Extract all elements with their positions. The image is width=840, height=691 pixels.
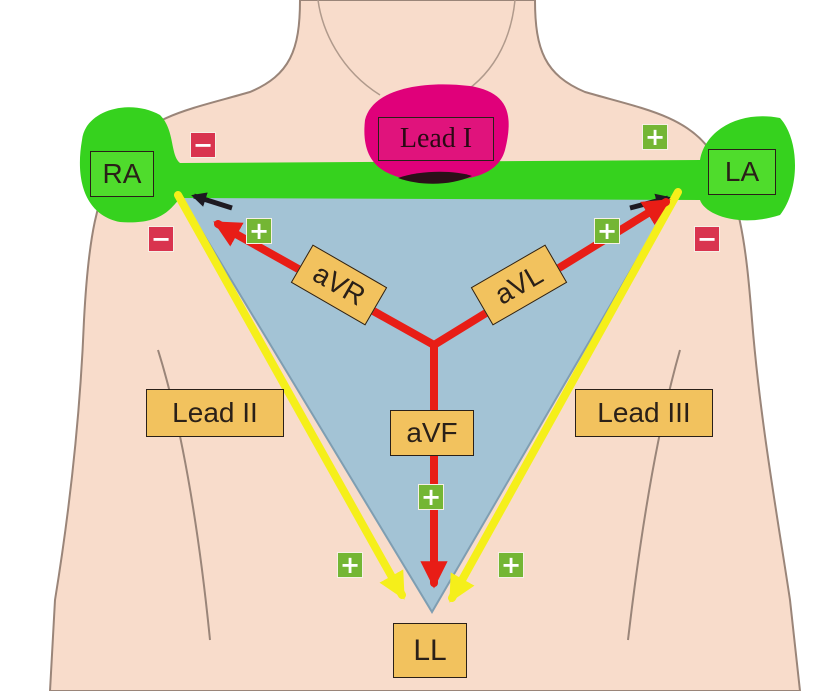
lead-ii-label: Lead II <box>146 389 284 437</box>
la-plus-sign: + <box>642 124 668 150</box>
ra-minus-sign-lower: − <box>148 226 174 252</box>
la-minus-sign: − <box>694 226 720 252</box>
lead-iii-label: Lead III <box>575 389 713 437</box>
lead-iii-arrow <box>448 188 682 603</box>
avf-plus-sign: + <box>418 484 444 510</box>
ra-minus-sign: − <box>190 132 216 158</box>
right-arm-outline <box>627 349 681 641</box>
lead-ii-plus-sign: + <box>337 552 363 578</box>
neck-left-outline <box>317 0 381 96</box>
avl-plus-sign: + <box>594 218 620 244</box>
la-electrode-label: LA <box>708 149 776 195</box>
avr-plus-sign: + <box>246 218 272 244</box>
ll-electrode-label: LL <box>393 623 467 678</box>
lead-ii-arrow <box>174 191 406 600</box>
left-arm-outline <box>157 349 211 641</box>
avr-dark-arrowhead <box>191 192 233 211</box>
lead-i-label: Lead I <box>378 117 494 161</box>
lead-iii-plus-sign: + <box>498 552 524 578</box>
lead-i-dark-smudge <box>398 171 472 184</box>
avf-label: aVF <box>390 410 474 456</box>
ra-electrode-label: RA <box>90 151 154 197</box>
